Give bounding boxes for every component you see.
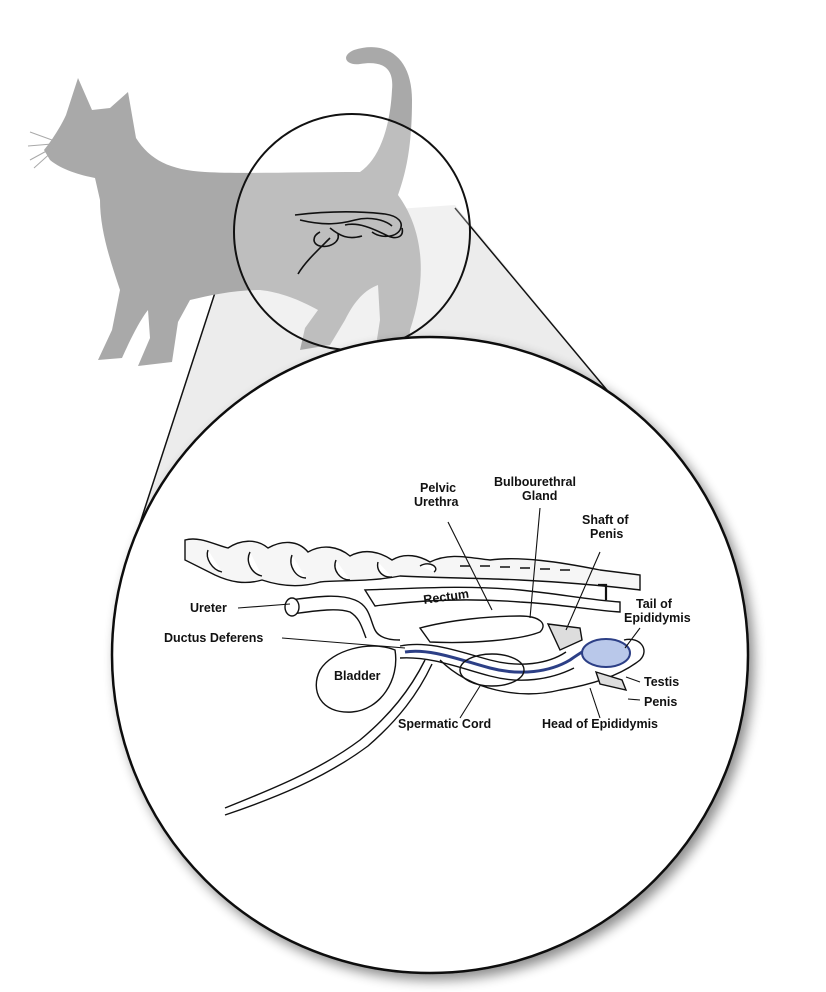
whiskers-icon: [27, 131, 55, 169]
labels: Pelvic Urethra Bulbourethral Gland Shaft…: [164, 475, 691, 731]
label-pelvic-urethra-line1: Pelvic: [420, 481, 456, 495]
ureter-tube: [289, 595, 401, 641]
scrotum: [439, 638, 645, 695]
label-ductus-deferens: Ductus Deferens: [164, 631, 263, 645]
head-of-epididymis: [459, 653, 525, 687]
rectum: [363, 586, 621, 613]
penis: [594, 670, 628, 691]
label-testis: Testis: [644, 675, 679, 689]
label-pelvic-urethra-line2: Urethra: [414, 495, 460, 509]
leader-lines: [237, 507, 641, 719]
small-reproductive-sketch: [294, 210, 404, 275]
bladder: [315, 645, 397, 713]
label-tail-line1: Tail of: [636, 597, 673, 611]
spermatic-cord-tube: [224, 659, 426, 809]
label-shaft-line2: Penis: [590, 527, 623, 541]
label-bladder: Bladder: [334, 669, 381, 683]
label-shaft-line1: Shaft of: [582, 513, 629, 527]
shaft-of-penis: [546, 623, 583, 651]
label-head-of-epididymis: Head of Epididymis: [542, 717, 658, 731]
small-lens: [233, 113, 471, 351]
label-bulbourethral-line2: Gland: [522, 489, 557, 503]
label-ureter: Ureter: [190, 601, 227, 615]
pelvic-urethra: [418, 615, 544, 644]
vertebral-column: [184, 538, 641, 591]
label-penis: Penis: [644, 695, 677, 709]
large-lens: [110, 335, 750, 975]
label-bulbourethral-line1: Bulbourethral: [494, 475, 576, 489]
testis: [581, 638, 631, 668]
label-spermatic-cord: Spermatic Cord: [398, 717, 491, 731]
cat-silhouette: [44, 47, 421, 366]
label-rectum: Rectum: [422, 587, 469, 607]
label-tail-line2: Epididymis: [624, 611, 691, 625]
anatomy-drawing: [184, 538, 645, 816]
